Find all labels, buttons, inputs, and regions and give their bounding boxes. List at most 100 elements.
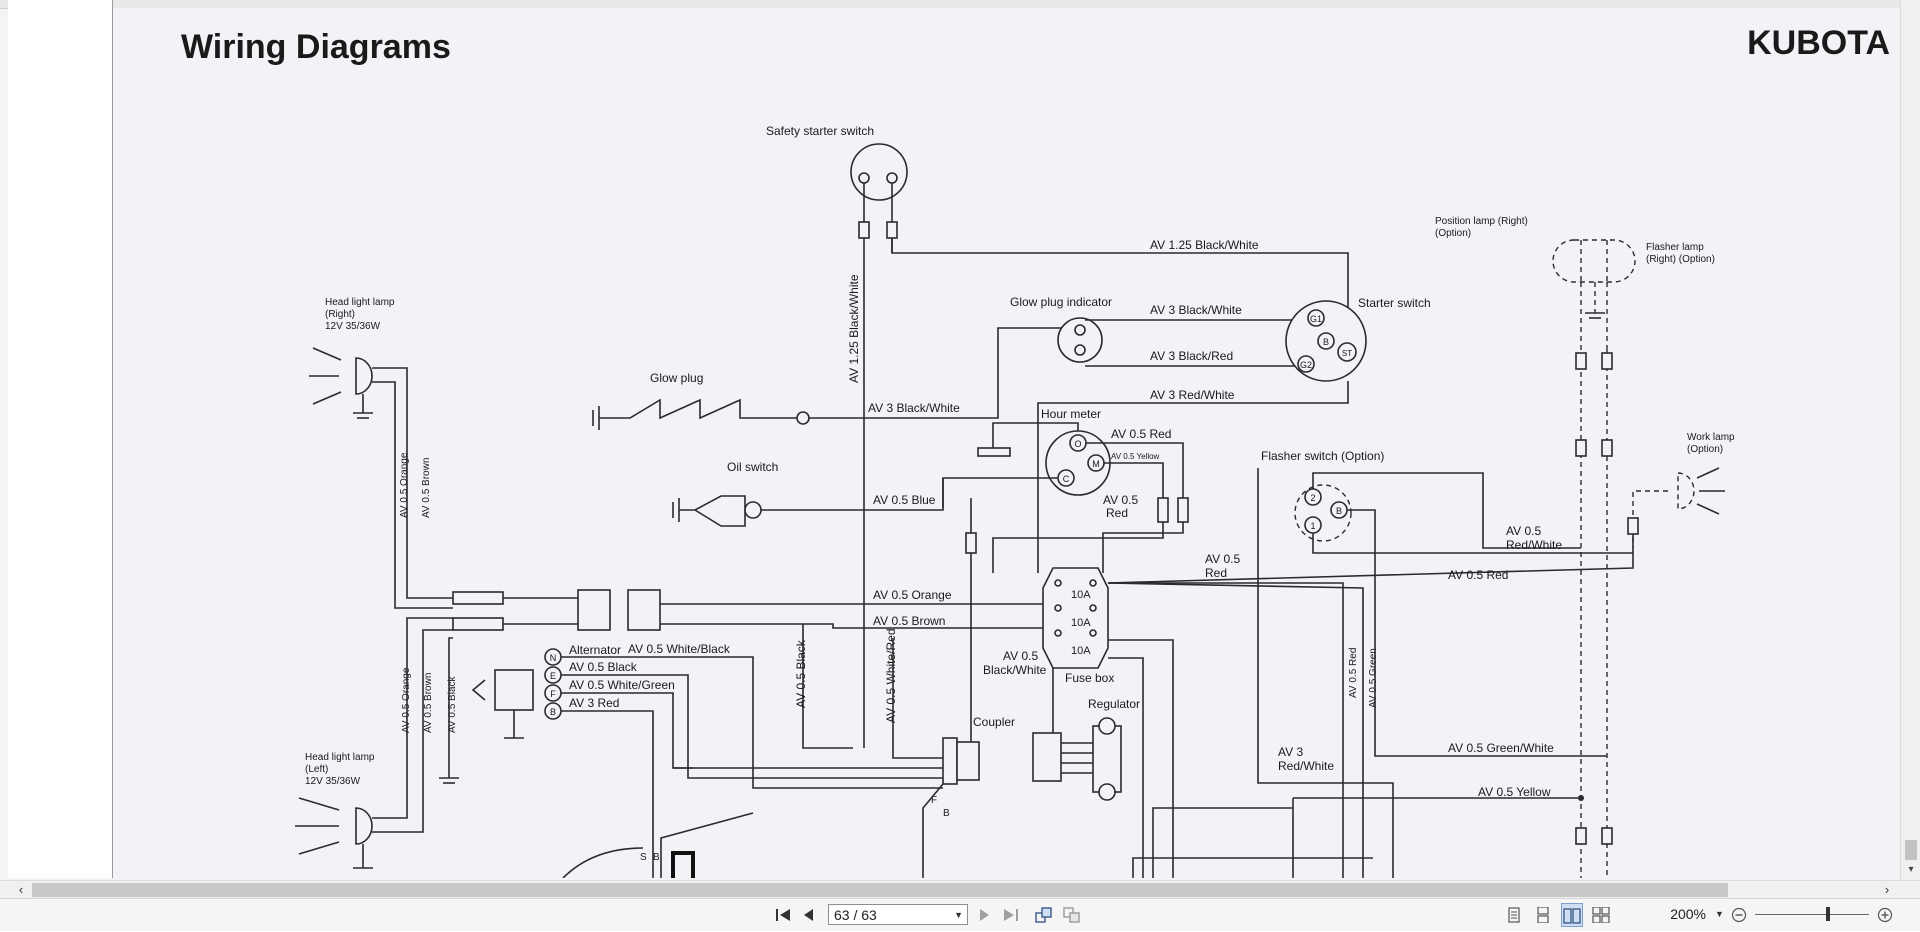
zoom-in-icon[interactable] [1874,903,1896,927]
continuous-facing-view-icon[interactable] [1590,903,1612,927]
bottom-toolbar: 63 / 63 ▼ 200% ▼ [0,898,1920,931]
svg-text:F: F [931,795,937,806]
flasher-lamp-right [1552,239,1636,283]
go-forward-view-icon[interactable] [1061,903,1083,927]
wire-label: Red [1106,506,1128,520]
svg-text:10A: 10A [1071,589,1091,601]
fuse-box [1042,567,1109,669]
flasher-switch [1294,484,1352,542]
label-head-light-right-3: 12V 35/36W [325,321,381,332]
connector-block [452,591,504,605]
last-page-icon[interactable] [1000,903,1022,927]
regulator [1092,725,1122,793]
wire-label: AV 1.25 Black/White [847,274,861,383]
svg-text:10A: 10A [1071,645,1091,657]
wire-label: AV 0.5 Orange [873,588,952,602]
wire-label: AV 0.5 [1103,493,1138,507]
wire-label: AV 0.5 Orange [401,667,412,733]
label-starter-switch: Starter switch [1358,296,1431,310]
next-page-icon[interactable] [973,903,995,927]
continuous-view-icon[interactable] [1532,903,1554,927]
glow-plug [599,398,800,420]
horizontal-scrollbar-thumb[interactable] [32,883,1728,897]
facing-view-icon[interactable] [1561,903,1583,927]
page-number-select[interactable]: 63 / 63 ▼ [828,904,968,925]
chevron-down-icon[interactable]: ▼ [1715,909,1724,919]
wire-label: AV 0.5 Yellow [1111,452,1160,461]
horizontal-scrollbar[interactable]: ‹ › [0,880,1920,899]
label-glow-plug-indicator: Glow plug indicator [1010,295,1112,309]
wire-label: AV 0.5 White/Black [628,642,731,656]
vertical-scrollbar[interactable]: ▾ [1900,0,1920,880]
wire-label: AV 0.5 Black [447,675,458,733]
go-back-view-icon[interactable] [1033,903,1055,927]
svg-text:G1: G1 [1310,314,1322,324]
label-work-lamp-1: Work lamp [1687,432,1735,443]
scroll-right-icon[interactable]: › [1884,882,1890,897]
svg-text:N: N [550,653,557,663]
work-lamp [1677,472,1695,510]
label-glow-plug: Glow plug [650,371,703,385]
svg-text:B: B [1336,506,1342,516]
wire-label: AV 0.5 Red [1448,568,1508,582]
head-light-right [355,357,373,395]
page-title: Wiring Diagrams [181,28,451,66]
wire-label: AV 0.5 Orange [399,452,410,518]
svg-text:10A: 10A [1071,617,1091,629]
label-hour-meter: Hour meter [1041,407,1101,421]
wire-label: AV 0.5 Red [1348,648,1359,698]
zoom-slider-track[interactable] [1755,914,1869,915]
zoom-out-icon[interactable] [1728,903,1750,927]
svg-text:S: S [640,852,647,863]
scroll-left-icon[interactable]: ‹ [18,882,24,897]
zoom-slider-thumb[interactable] [1826,907,1830,921]
pdf-page: Wiring Diagrams KUBOTA Safety starter sw… [113,8,1900,878]
wire-label: AV 1.25 Black/White [1150,238,1259,252]
single-page-view-icon[interactable] [1503,903,1525,927]
wire-label: AV 3 Black/Red [1150,349,1233,363]
label-coupler: Coupler [973,715,1015,729]
zoom-level: 200% [1670,906,1706,922]
svg-text:G2: G2 [1300,360,1312,370]
wire-label: AV 0.5 Brown [421,458,432,518]
page-indicator: 63 / 63 [834,907,877,923]
wire-label: Red/White [1278,759,1334,773]
label-head-light-left-3: 12V 35/36W [305,776,361,787]
svg-text:1: 1 [1310,521,1315,531]
scroll-down-icon[interactable]: ▾ [1908,864,1914,875]
connector [886,221,898,239]
alternator [494,669,534,711]
regulator-plug [1032,732,1062,782]
glow-plug-indicator [1057,317,1103,363]
wire-label: Red [1205,566,1227,580]
brand-name: KUBOTA [1747,24,1890,62]
label-head-light-left-1: Head light lamp [305,752,375,763]
svg-text:F: F [550,689,556,699]
svg-text:2: 2 [1310,493,1315,503]
first-page-icon[interactable] [772,903,794,927]
prev-page-icon[interactable] [798,903,820,927]
connector [858,221,870,239]
label-safety-starter-switch: Safety starter switch [766,124,874,138]
wire-label: AV 0.5 Brown [873,614,945,628]
label-work-lamp-2: (Option) [1687,444,1723,455]
wire-label: AV 3 Red/White [1150,388,1235,402]
label-flasher-lamp-2: (Right) (Option) [1646,254,1715,265]
svg-text:O: O [1074,439,1081,449]
wire-label: AV 0.5 Blue [873,493,936,507]
svg-text:B: B [1323,337,1329,347]
label-fuse-box: Fuse box [1065,671,1114,685]
zoom-level-select[interactable]: 200% [1640,904,1720,925]
svg-text:C: C [1063,474,1070,484]
label-head-light-right-2: (Right) [325,309,355,320]
safety-starter-switch [850,143,908,201]
label-regulator: Regulator [1088,697,1140,711]
wire-label: AV 3 Black/White [868,401,960,415]
svg-text:ST: ST [1342,349,1352,358]
label-flasher-switch: Flasher switch (Option) [1261,449,1384,463]
wire-label: AV 0.5 White/Green [569,678,675,692]
connector-block [577,589,611,631]
svg-text:M: M [1092,459,1100,469]
vertical-scrollbar-thumb[interactable] [1905,840,1917,860]
wiring-diagram: Wiring Diagrams KUBOTA Safety starter sw… [181,24,1890,878]
